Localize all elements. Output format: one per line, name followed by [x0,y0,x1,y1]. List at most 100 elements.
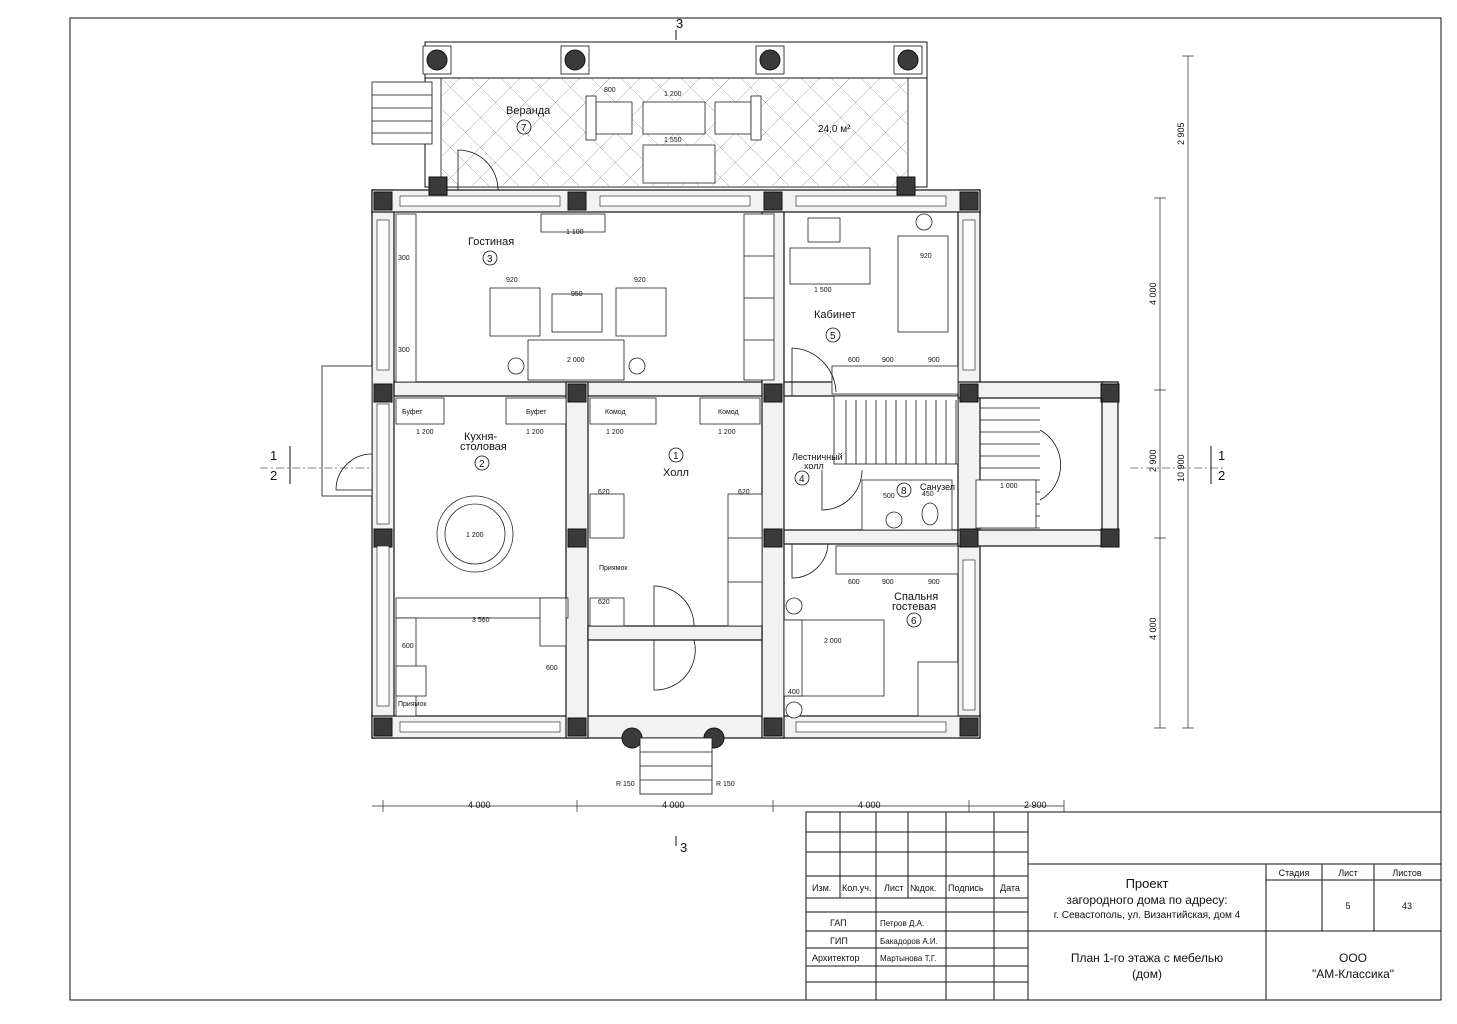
tb-header-list: Лист [884,883,904,893]
label-priyamok-kitchen: Приямок [398,701,427,708]
dim-950: 950 [571,291,583,298]
tb-sheets-value: 43 [1402,901,1412,911]
dim-1550: 1 550 [664,137,682,144]
dim-620-a: 620 [598,489,610,496]
room-name-veranda: Веранда [506,105,551,117]
tb-project-line1: Проект [1126,876,1169,891]
walls [321,189,1119,739]
tb-name-architect: Мартынова Т.Г. [880,954,936,963]
dim-600-d: 600 [848,579,860,586]
room-name-bath: Санузел [920,482,955,492]
dim-1500: 1 500 [814,287,832,294]
title-block [805,811,1442,1001]
dim-900-b: 900 [928,357,940,364]
tb-project-line2: загородного дома по адресу: [1066,893,1227,907]
section-mark-left-top: 1 [270,448,277,463]
dim-1200-table: 1 200 [466,532,484,539]
room-name-living: Гостиная [468,236,514,248]
dim-3560: 3 560 [472,617,490,624]
tb-company2: "АМ-Классика" [1312,967,1394,981]
dim-600-c: 600 [546,665,558,672]
dim-800: 800 [604,87,616,94]
dim-620-c: 620 [738,489,750,496]
tb-role-gip: ГИП [830,936,848,946]
dim-4000-b: 4 000 [662,800,685,810]
dim-300-a: 300 [398,255,410,262]
dim-1200: 1 200 [664,91,682,98]
tb-header-kolu: Кол.уч. [842,883,872,893]
veranda [371,41,928,191]
tb-sheet-title1: План 1-го этажа с мебелью [1071,951,1223,965]
room-num-bath: 8 [901,486,907,497]
section-mark-bottom: 3 [680,840,687,855]
room-name-study: Кабинет [814,309,856,321]
dim-2000: 2 000 [567,357,585,364]
dim-4000-a: 4 000 [468,800,491,810]
dim-400: 400 [788,689,800,696]
dim-4000-d: 4 000 [1148,282,1158,305]
label-bufet-1: Буфет [402,409,423,416]
dim-900-a: 900 [882,357,894,364]
dim-4000-c: 4 000 [858,800,881,810]
room-num-bedroom: 6 [911,616,917,627]
section-mark-left-bottom: 2 [270,468,277,483]
dim-1200-b: 1 200 [526,429,544,436]
tb-company1: ООО [1339,951,1367,965]
section-mark-right-bottom: 2 [1218,468,1225,483]
dim-500: 500 [883,493,895,500]
dim-600-a: 600 [848,357,860,364]
dim-900-c: 900 [882,579,894,586]
dim-2905: 2 905 [1176,122,1186,145]
dim-920-a: 920 [506,277,518,284]
dim-2900-b: 2 900 [1148,449,1158,472]
dim-920-b: 920 [634,277,646,284]
tb-header-data: Дата [1000,883,1020,893]
hall-furniture [589,397,763,795]
columns [373,176,1120,749]
dim-r150-a: R 150 [616,781,635,788]
section-mark-top: 3 [676,16,683,31]
tb-name-gip: Бакадоров А.И. [880,937,938,946]
tb-sheet-label: Лист [1338,868,1358,878]
dim-r150-b: R 150 [716,781,735,788]
dim-4000-e: 4 000 [1148,617,1158,640]
tb-project-line3: г. Севастополь, ул. Византийская, дом 4 [1054,910,1241,921]
kitchen-furniture [395,397,569,717]
tb-header-podpis: Подпись [948,883,984,893]
dim-1200-c: 1 200 [606,429,624,436]
dim-10900: 10 900 [1176,454,1186,482]
tb-sheet-title2: (дом) [1132,967,1162,981]
stair-hall [821,395,1103,531]
tb-stage-label: Стадия [1279,868,1310,878]
room-name-stair-hall-2: холл [804,461,824,471]
tb-header-izm: Изм. [812,883,831,893]
dim-600-b: 600 [402,643,414,650]
dim-300-b: 300 [398,347,410,354]
room-name-bedroom-2: гостевая [892,601,936,613]
tb-role-gap: ГАП [830,918,847,928]
tb-name-gap: Петров Д.А. [880,919,924,928]
tb-role-architect: Архитектор [812,953,860,963]
label-komod-2: Комод [718,409,739,416]
room-name-bedroom: Спальня [894,591,938,603]
tb-sheet-value: 5 [1345,901,1350,911]
bedroom-furniture [783,543,959,719]
study-furniture [789,213,959,396]
tb-sheets-label: Листов [1392,868,1421,878]
label-komod-1: Комод [605,409,626,416]
windows [376,195,976,733]
dim-620-b: 620 [598,599,610,606]
room-name-kitchen-2: столовая [460,441,507,453]
dim-1200-d: 1 200 [718,429,736,436]
dim-450: 450 [922,491,934,498]
section-mark-right-top: 1 [1218,448,1225,463]
label-priyamok-hall: Приямок [599,565,628,572]
dim-2900-a: 2 900 [1024,800,1047,810]
dim-2000-bed: 2 000 [824,638,842,645]
room-name-stair-hall: Лестничный [792,452,843,462]
room-name-hall: Холл [663,467,689,479]
dim-900-d: 900 [928,579,940,586]
living-room-furniture [395,213,775,383]
dimension-lines [260,30,1225,846]
